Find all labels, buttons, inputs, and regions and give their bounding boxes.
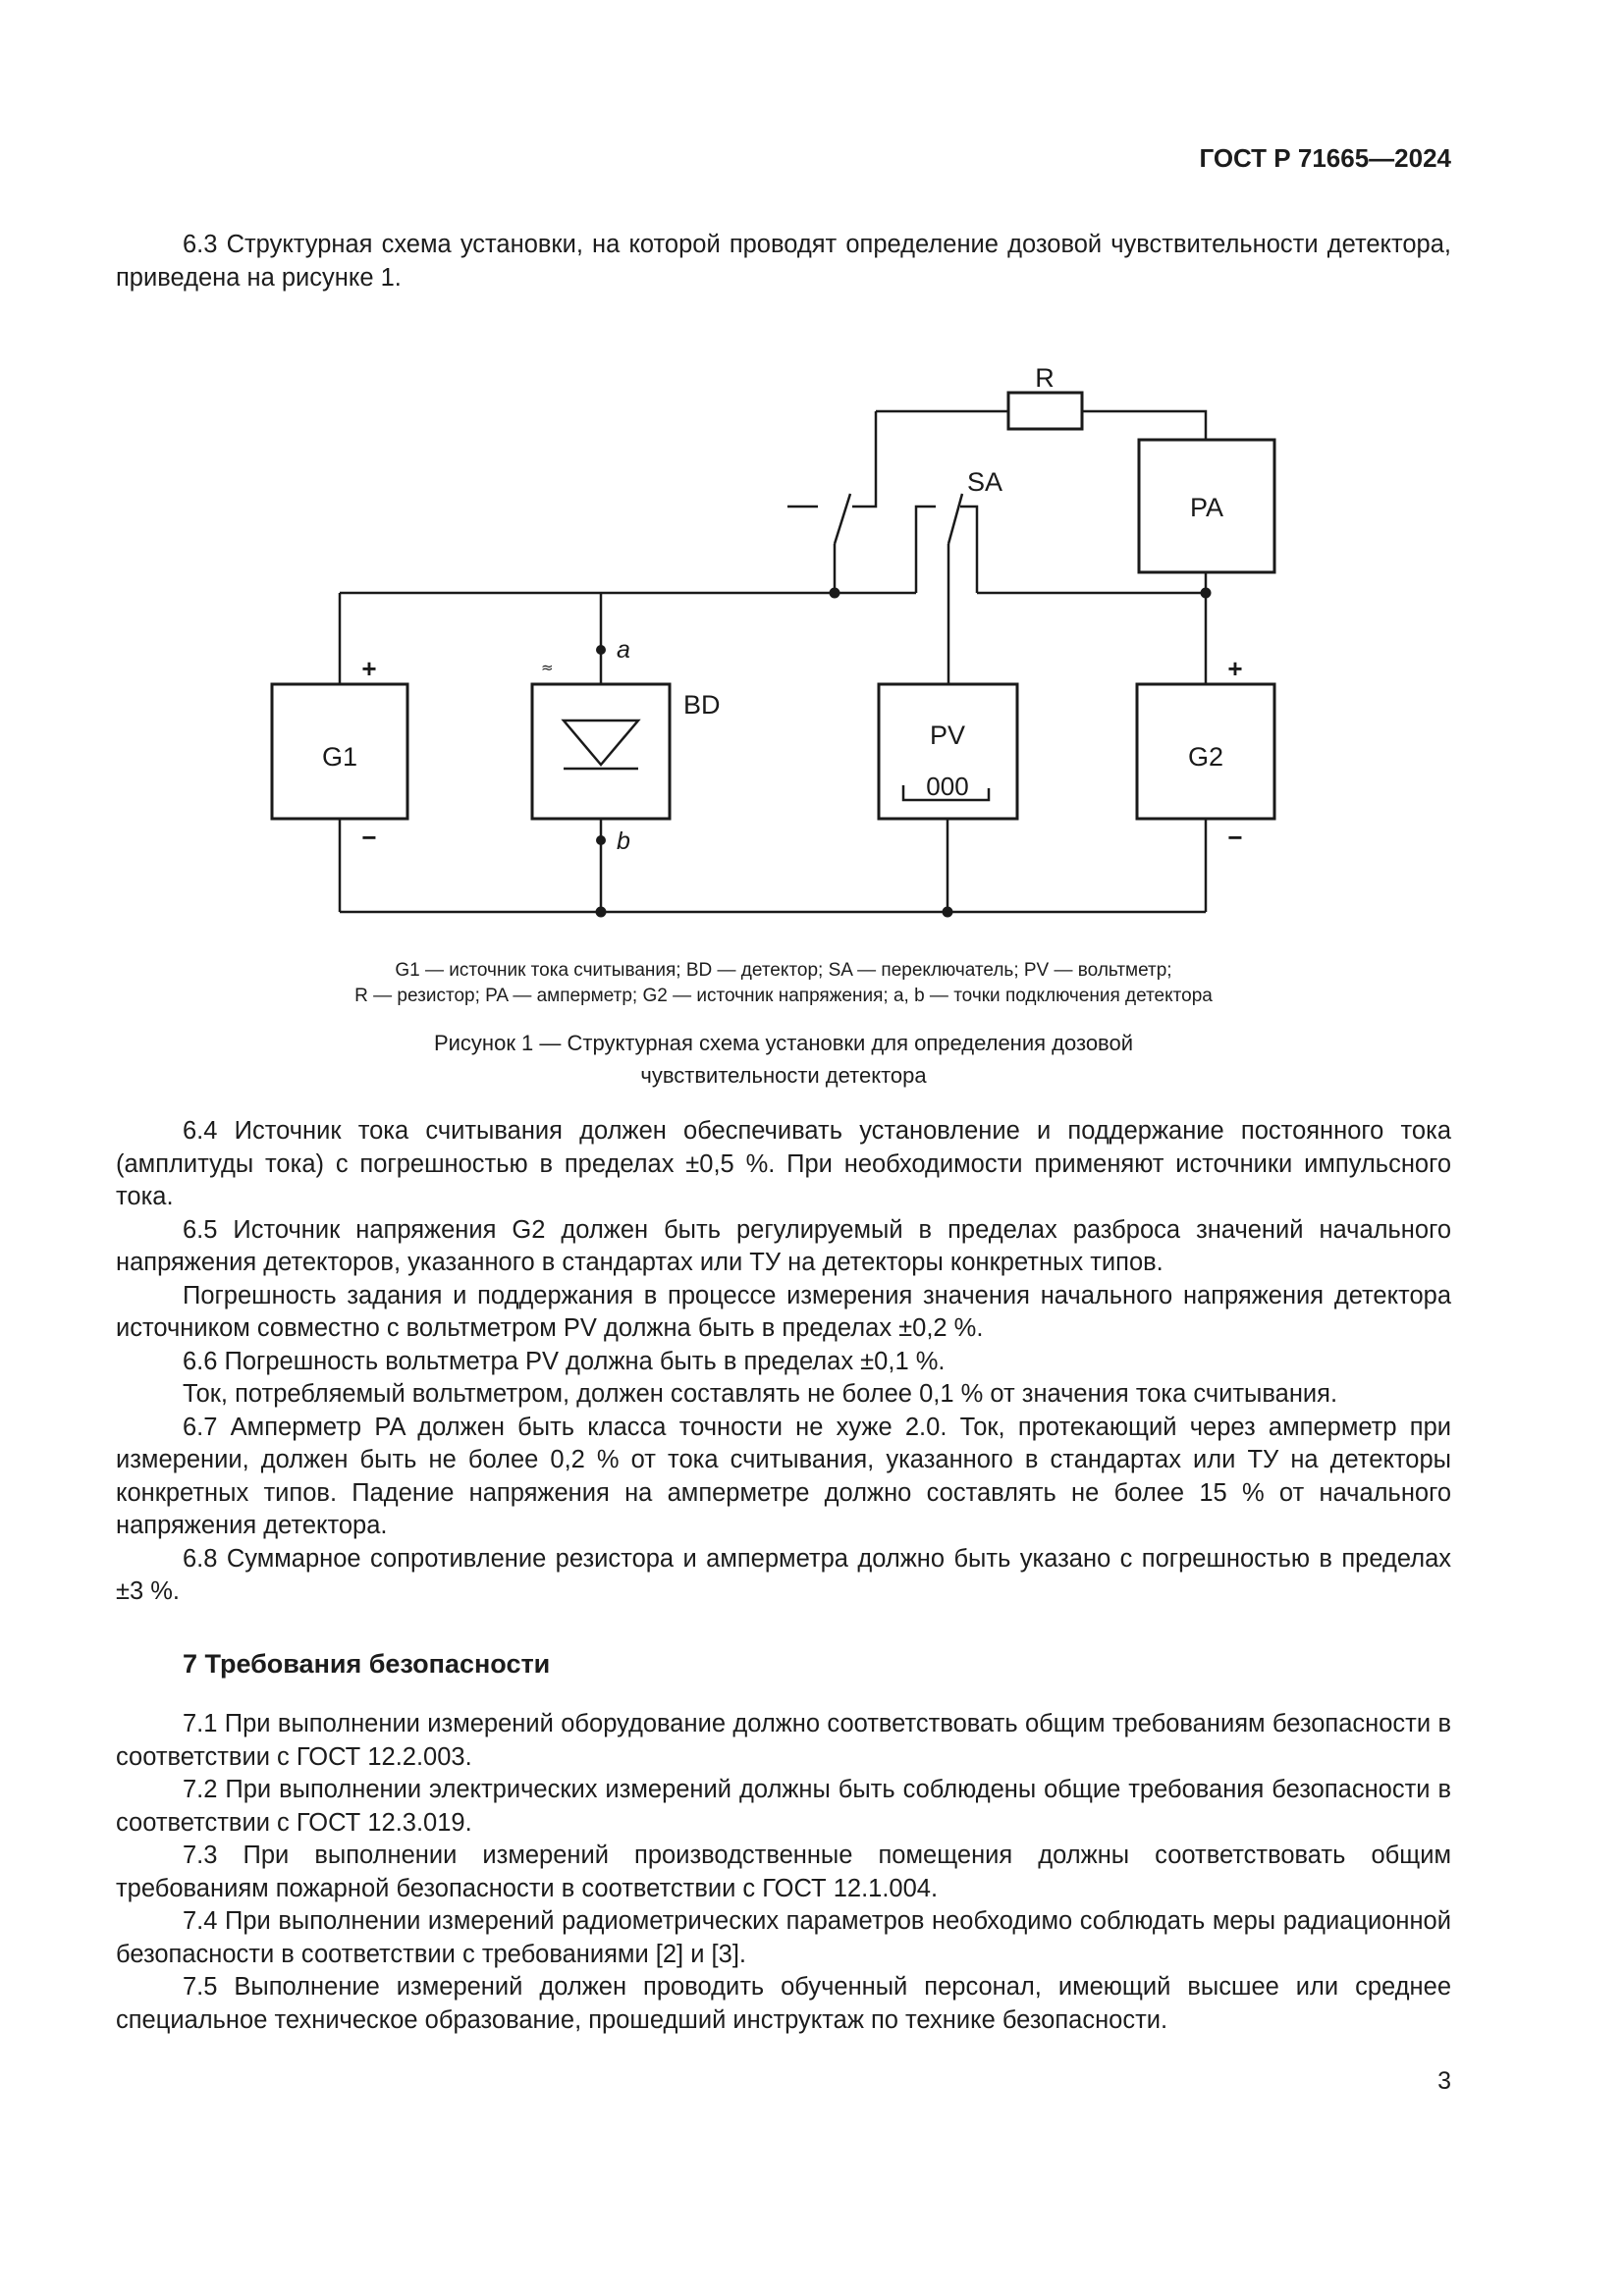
ac-mark: ≈ bbox=[541, 659, 554, 676]
junction-dot-b bbox=[596, 835, 606, 845]
g1-plus-sign: + bbox=[361, 654, 376, 683]
switch-pole1-blade bbox=[833, 493, 852, 545]
junction-dot bbox=[595, 906, 607, 918]
switch-pole2-left-contact bbox=[914, 505, 936, 593]
standard-number: ГОСТ Р 71665—2024 bbox=[1199, 143, 1451, 173]
section-6-paragraphs: 6.4 Источник тока считывания должен обес… bbox=[116, 1115, 1451, 1609]
paragraph-6-3-text: 6.3 Структурная схема установки, на кото… bbox=[116, 231, 1451, 292]
junction-dots bbox=[595, 587, 1212, 918]
switch-pole1-feed bbox=[852, 411, 878, 508]
figure-title-line2: чувствительности детектора bbox=[640, 1063, 927, 1088]
resistor-r-label: R bbox=[1035, 363, 1055, 393]
section-7-paragraphs: 7.1 При выполнении измерений оборудовани… bbox=[116, 1708, 1451, 2037]
ammeter-pa-label: PA bbox=[1190, 493, 1223, 522]
source-g1-label: G1 bbox=[322, 742, 357, 772]
paragraph-7-5: 7.5 Выполнение измерений должен проводит… bbox=[116, 1973, 1451, 2034]
paragraph-6-7: 6.7 Амперметр PA должен быть класса точн… bbox=[116, 1413, 1451, 1540]
voltmeter-display-window bbox=[901, 785, 991, 802]
wire-top-right bbox=[1082, 409, 1208, 440]
source-g1-box bbox=[270, 682, 409, 821]
paragraph-6-6-cont: Ток, потребляемый вольтметром, должен со… bbox=[183, 1380, 1338, 1408]
voltmeter-pv-label: PV bbox=[930, 721, 965, 750]
paragraph-6-8: 6.8 Суммарное сопротивление резистора и … bbox=[116, 1544, 1451, 1606]
paragraph-6-6: 6.6 Погрешность вольтметра PV должна быт… bbox=[183, 1347, 946, 1375]
voltmeter-pv-box bbox=[877, 682, 1019, 821]
ammeter-PA: PA bbox=[1137, 438, 1276, 574]
voltmeter-PV: PV 000 bbox=[877, 682, 1019, 821]
source-g2-box bbox=[1135, 682, 1276, 821]
detector-bd-box bbox=[530, 682, 672, 821]
resistor-R: R bbox=[1006, 363, 1084, 431]
detector-BD: BD ≈ a b bbox=[530, 636, 721, 855]
g2-minus-sign: − bbox=[1227, 823, 1242, 852]
g2-plus-sign: + bbox=[1227, 654, 1242, 683]
point-b-label: b bbox=[617, 828, 630, 855]
figure-caption-line2: R — резистор; PA — амперметр; G2 — источ… bbox=[354, 985, 1213, 1006]
junction-dot bbox=[942, 906, 953, 918]
junction-dot bbox=[1200, 587, 1212, 599]
figure-1-circuit-diagram: SA R PA G1 + − BD ≈ a bbox=[270, 363, 1276, 918]
section-7-heading: 7 Требования безопасности bbox=[183, 1649, 551, 1679]
point-a-label: a bbox=[617, 636, 630, 664]
paragraph-6-5: 6.5 Источник напряжения G2 должен быть р… bbox=[116, 1215, 1451, 1277]
paragraph-7-2: 7.2 При выполнении электрических измерен… bbox=[116, 1776, 1451, 1837]
paragraph-6-3: 6.3 Структурная схема установки, на кото… bbox=[116, 229, 1451, 294]
figure-1-title: Рисунок 1 — Структурная схема установки … bbox=[116, 1027, 1451, 1092]
paragraph-7-4: 7.4 При выполнении измерений радиометрич… bbox=[116, 1907, 1451, 1968]
resistor-R-box bbox=[1006, 391, 1084, 431]
source-G1: G1 + − bbox=[270, 654, 409, 852]
switch-pole2-right-contact bbox=[960, 505, 979, 593]
figure-1-caption: G1 — источник тока считывания; BD — дете… bbox=[116, 958, 1451, 1008]
source-G2: G2 + − bbox=[1135, 654, 1276, 852]
paragraph-7-1: 7.1 При выполнении измерений оборудовани… bbox=[116, 1710, 1451, 1771]
junction-dot-a bbox=[596, 645, 606, 655]
switch-pole2-blade bbox=[947, 493, 964, 545]
paragraph-6-4: 6.4 Источник тока считывания должен обес… bbox=[116, 1117, 1451, 1210]
figure-caption-line1: G1 — источник тока считывания; BD — дете… bbox=[395, 960, 1172, 981]
page-number: 3 bbox=[1437, 2067, 1451, 2095]
switch-SA: SA bbox=[787, 411, 1002, 684]
paragraph-7-3: 7.3 При выполнении измерений производств… bbox=[116, 1842, 1451, 1902]
voltmeter-display-value: 000 bbox=[926, 772, 968, 801]
diode-triangle bbox=[561, 719, 641, 767]
g1-minus-sign: − bbox=[361, 823, 376, 852]
diode-symbol bbox=[561, 719, 641, 771]
paragraph-6-5-cont: Погрешность задания и поддержания в проц… bbox=[116, 1281, 1451, 1343]
circuit-wiring bbox=[338, 409, 1208, 914]
detector-bd-label: BD bbox=[683, 690, 721, 720]
source-g2-label: G2 bbox=[1188, 742, 1223, 772]
junction-dot bbox=[829, 587, 840, 599]
switch-sa-label: SA bbox=[967, 467, 1002, 497]
ammeter-pa-box bbox=[1137, 438, 1276, 574]
figure-title-line1: Рисунок 1 — Структурная схема установки … bbox=[433, 1031, 1134, 1055]
